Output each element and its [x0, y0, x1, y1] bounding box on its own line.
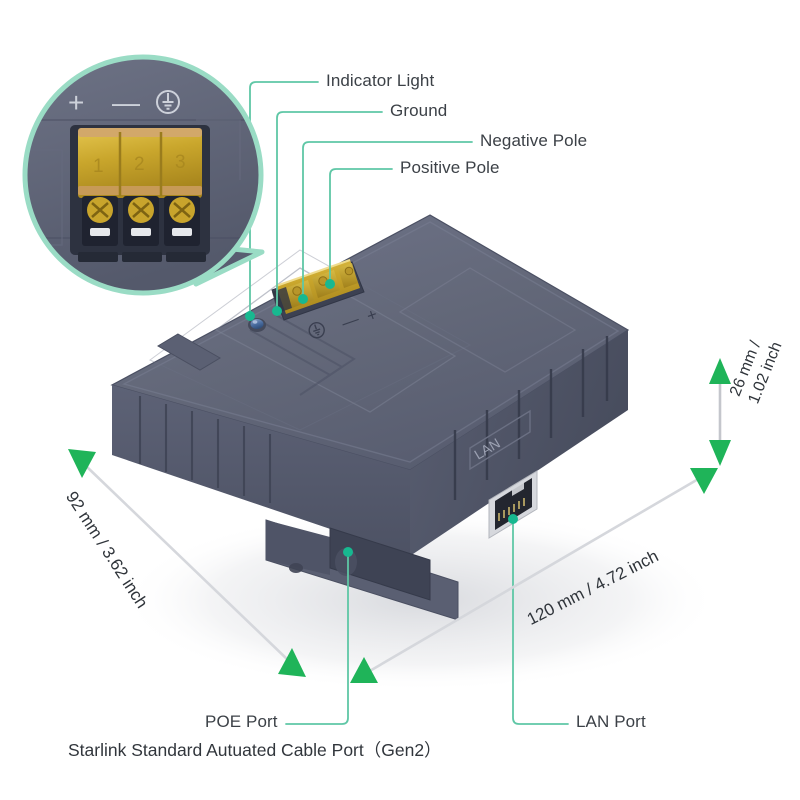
device-body — [110, 214, 630, 621]
callout-label-positive-pole: Positive Pole — [400, 158, 500, 177]
callout-label-lan-port: LAN Port — [576, 712, 646, 731]
callout-label-ground: Ground — [390, 101, 448, 120]
bottom-caption: Starlink Standard Autuated Cable Port（Ge… — [68, 740, 442, 760]
magnifier-bubble: 1 2 3 — [22, 54, 265, 296]
callout-label-poe-port: POE Port — [205, 712, 278, 731]
callout-anchors — [245, 279, 518, 557]
callout-label-indicator-light: Indicator Light — [326, 71, 435, 90]
callout-lines — [249, 81, 569, 725]
callout-label-negative-pole: Negative Pole — [480, 131, 588, 150]
svg-text:3: 3 — [175, 152, 186, 173]
magnifier-ground-symbol — [156, 90, 180, 114]
indicator-led — [248, 318, 266, 332]
dim-arrow-height — [709, 358, 731, 466]
svg-text:—: — — [339, 309, 361, 332]
dim-arrow-width — [350, 468, 718, 683]
dim-arrow-depth — [68, 449, 306, 677]
svg-text:1: 1 — [93, 156, 104, 177]
svg-text:2: 2 — [134, 154, 145, 175]
terminal-markings: + — — [308, 305, 380, 339]
magnifier-plus-symbol: + — [68, 87, 84, 118]
magnifier-minus-symbol: — — [112, 87, 140, 118]
